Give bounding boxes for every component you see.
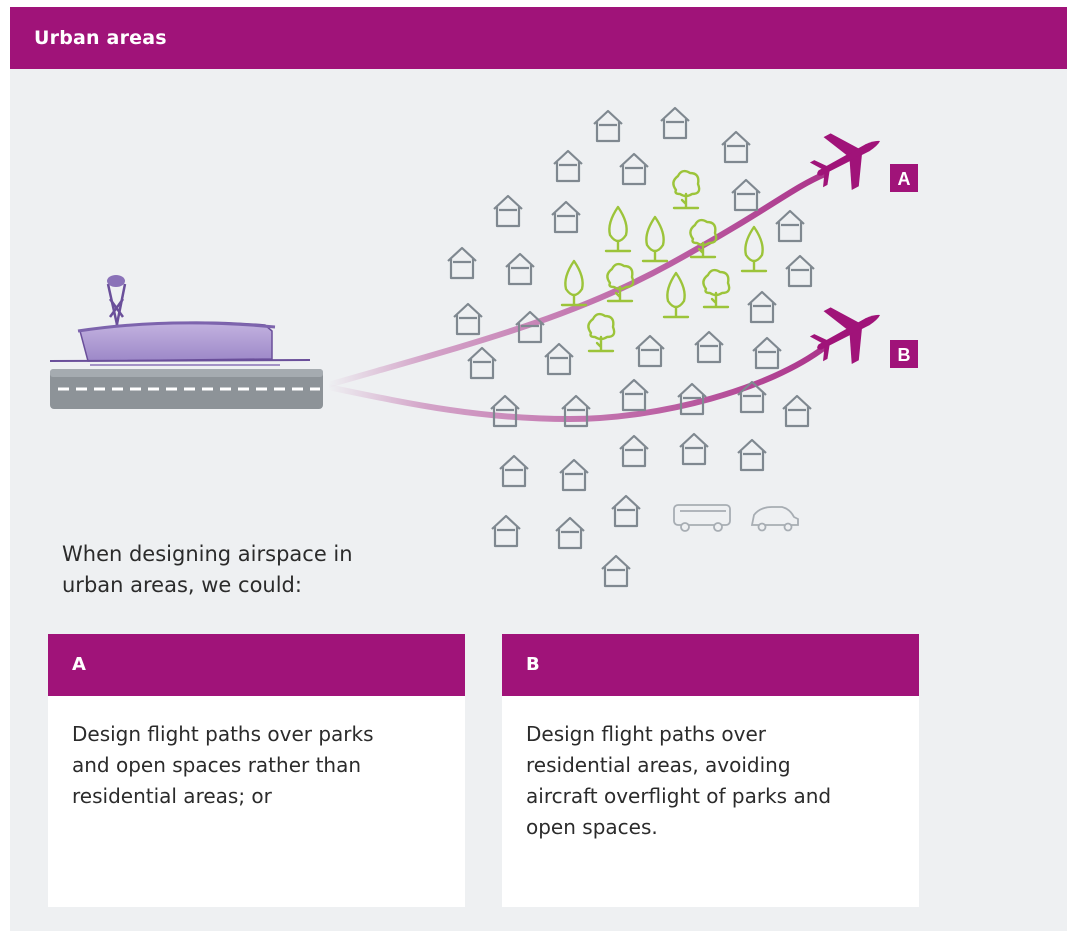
house-icon: [553, 149, 583, 183]
tree-icon: [560, 259, 588, 307]
tree-icon: [689, 218, 718, 259]
flight-path-b: [325, 344, 828, 423]
house-icon: [505, 252, 535, 286]
house-icon: [515, 310, 545, 344]
house-icon: [721, 130, 751, 164]
house-icon: [559, 458, 589, 492]
house-icon: [490, 394, 520, 428]
airport-terminal-icon: [49, 275, 311, 366]
panel-header: Urban areas: [10, 7, 1067, 69]
panel-title: Urban areas: [34, 27, 167, 49]
bus-icon: [673, 504, 731, 532]
house-icon: [551, 200, 581, 234]
residential-houses: [447, 106, 815, 588]
house-icon: [660, 106, 690, 140]
svg-text:B: B: [898, 345, 911, 365]
option-card-b-text: Design flight paths over residential are…: [526, 722, 832, 839]
car-icon: [750, 506, 799, 532]
runway: [50, 369, 323, 409]
urban-areas-panel: Urban areas: [10, 7, 1067, 931]
house-icon: [619, 378, 649, 412]
house-icon: [737, 438, 767, 472]
option-card-a-header: A: [48, 634, 465, 696]
house-icon: [731, 178, 761, 212]
control-tower-icon: [106, 283, 127, 330]
house-icon: [737, 380, 767, 414]
house-icon: [785, 254, 815, 288]
park-trees: [560, 169, 768, 353]
tree-icon: [662, 271, 690, 319]
house-icon: [601, 554, 631, 588]
airplane-icon-b: [809, 307, 881, 365]
house-icon: [453, 302, 483, 336]
svg-text:A: A: [898, 169, 911, 189]
house-icon: [491, 514, 521, 548]
house-icon: [493, 194, 523, 228]
option-card-b-header: B: [502, 634, 919, 696]
tree-icon: [672, 169, 701, 210]
house-icon: [747, 290, 777, 324]
control-tower-cab: [107, 275, 125, 287]
option-card-a-text: Design flight paths over parks and open …: [72, 722, 374, 808]
house-icon: [775, 209, 805, 243]
option-card-b-label: B: [526, 654, 540, 675]
house-icon: [593, 109, 623, 143]
house-icon: [619, 152, 649, 186]
house-icon: [467, 346, 497, 380]
house-icon: [635, 334, 665, 368]
tree-icon: [740, 225, 768, 273]
house-icon: [752, 336, 782, 370]
airspace-illustration: A B: [49, 106, 918, 588]
tree-icon: [702, 268, 731, 309]
house-icon: [447, 246, 477, 280]
house-icon: [544, 342, 574, 376]
tree-icon: [587, 312, 616, 353]
house-icon: [555, 516, 585, 550]
tree-icon: [641, 215, 669, 263]
house-icon: [677, 382, 707, 416]
house-icon: [611, 494, 641, 528]
tree-icon: [606, 262, 635, 303]
house-icon: [782, 394, 812, 428]
tree-icon: [604, 205, 632, 253]
airplane-icon-a: [809, 133, 881, 191]
house-icon: [679, 432, 709, 466]
option-card-b: B Design flight paths over residential a…: [502, 634, 919, 907]
house-icon: [499, 454, 529, 488]
house-icon: [619, 434, 649, 468]
option-card-a-label: A: [72, 654, 86, 675]
intro-text: When designing airspace in urban areas, …: [62, 542, 353, 597]
route-label-a: A: [890, 164, 918, 192]
house-icon: [561, 394, 591, 428]
route-label-b: B: [890, 340, 918, 368]
flight-path-a: [325, 171, 828, 388]
option-card-a: A Design flight paths over parks and ope…: [48, 634, 465, 907]
house-icon: [694, 330, 724, 364]
